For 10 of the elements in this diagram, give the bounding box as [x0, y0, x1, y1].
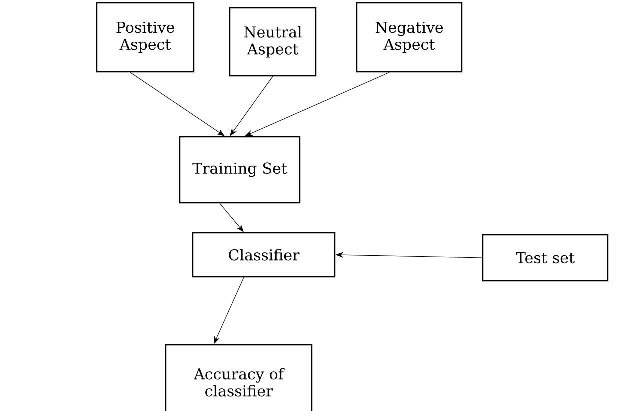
- arrow: [245, 72, 390, 136]
- process-box: Negative Aspect: [356, 2, 463, 73]
- process-box: Training Set: [179, 136, 301, 204]
- process-box: Test set: [482, 234, 609, 282]
- process-box: Accuracy of classifier: [165, 344, 313, 411]
- arrow: [130, 72, 225, 136]
- process-box: Positive Aspect: [96, 2, 195, 73]
- process-box: Classifier: [192, 232, 336, 278]
- arrow: [220, 203, 244, 232]
- process-box: Neutral Aspect: [229, 7, 317, 77]
